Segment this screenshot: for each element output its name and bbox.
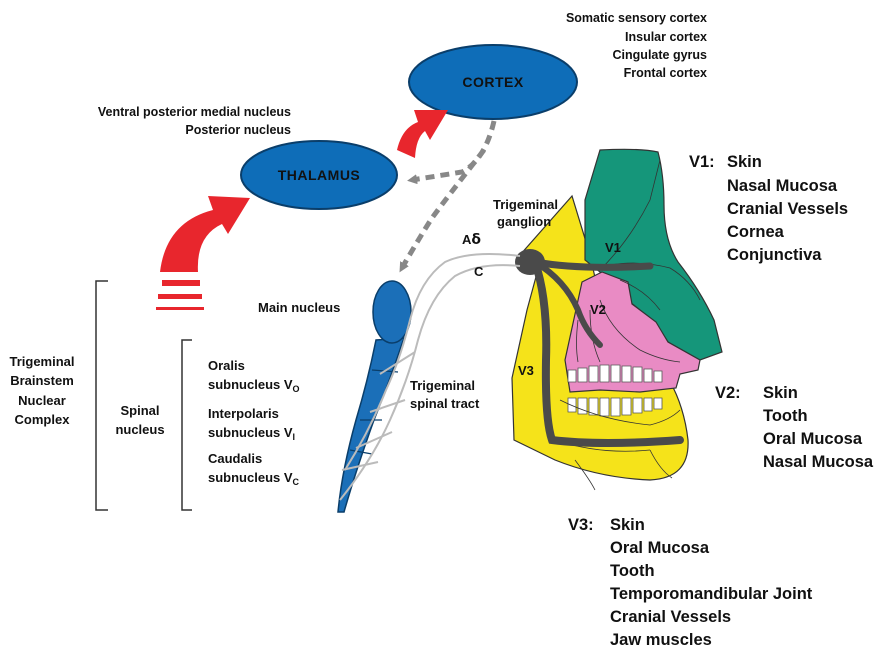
arrow-base-stripe <box>162 280 200 286</box>
v2-title: V2: <box>715 384 741 402</box>
subnucleus-name: Interpolaris <box>208 406 279 421</box>
v1-item: Cranial Vessels <box>727 200 848 218</box>
v2-division-list: V2: Skin Tooth Oral Mucosa Nasal Mucosa <box>715 384 874 471</box>
tract-label: Trigeminal spinal tract <box>410 378 480 411</box>
ganglion-label-line: ganglion <box>497 214 551 229</box>
v3-item: Skin <box>610 516 645 534</box>
brainstem-complex-label: Trigeminal Brainstem Nuclear Complex <box>9 354 74 427</box>
complex-label-line: Complex <box>15 412 71 427</box>
v1-item: Conjunctiva <box>727 246 822 264</box>
thalamus-nucleus: Posterior nucleus <box>185 123 291 137</box>
subnucleus-oralis: subnucleus VO <box>208 377 300 394</box>
cortex-areas-list: Somatic sensory cortex Insular cortex Ci… <box>566 11 707 80</box>
main-nucleus-label: Main nucleus <box>258 300 340 315</box>
v3-item: Oral Mucosa <box>610 539 710 557</box>
v1-region-label: V1 <box>605 240 621 255</box>
complex-label-line: Trigeminal <box>9 354 74 369</box>
cortex-node: CORTEX <box>409 45 577 119</box>
v2-item: Oral Mucosa <box>763 430 863 448</box>
cortex-label: CORTEX <box>462 74 524 90</box>
v3-item: Cranial Vessels <box>610 608 731 626</box>
ascending-arrows <box>156 110 448 310</box>
cortex-area: Insular cortex <box>625 30 707 44</box>
thalamus-to-cortex-arrow <box>397 110 448 158</box>
v2-item: Skin <box>763 384 798 402</box>
v2-region-label: V2 <box>590 302 606 317</box>
trigeminal-ganglion <box>515 249 545 275</box>
brainstem-to-thalamus-arrow <box>160 196 250 272</box>
c-fiber-label: C <box>474 264 484 279</box>
subnucleus-name: Oralis <box>208 358 245 373</box>
thalamus-node: THALAMUS <box>241 141 397 209</box>
subnucleus-caudalis: subnucleus VC <box>208 470 300 487</box>
a-delta-label: Aδ <box>462 232 481 248</box>
spinal-nucleus-label: Spinal nucleus <box>115 403 164 437</box>
thalamus-nucleus: Ventral posterior medial nucleus <box>98 105 291 119</box>
v3-region-label: V3 <box>518 363 534 378</box>
thalamus-label: THALAMUS <box>278 167 361 183</box>
ganglion-label: Trigeminal ganglion <box>493 197 558 229</box>
arrow-base-stripe <box>158 294 202 299</box>
v1-item: Skin <box>727 153 762 171</box>
v1-item: Cornea <box>727 223 785 241</box>
subnucleus-interpolaris: subnucleus VI <box>208 425 295 442</box>
brainstem-complex-bracket <box>96 281 108 510</box>
v3-title: V3: <box>568 516 594 534</box>
v3-item: Tooth <box>610 562 655 580</box>
complex-label-line: Brainstem <box>10 373 74 388</box>
spinal-nucleus-line: Spinal <box>120 403 159 418</box>
complex-label-line: Nuclear <box>18 393 66 408</box>
subnucleus-name: Caudalis <box>208 451 262 466</box>
v1-item: Nasal Mucosa <box>727 177 838 195</box>
spinal-nucleus-bracket <box>182 340 192 510</box>
ganglion-label-line: Trigeminal <box>493 197 558 212</box>
v3-item: Temporomandibular Joint <box>610 585 813 603</box>
v3-item: Jaw muscles <box>610 631 712 649</box>
tract-label-line: spinal tract <box>410 396 480 411</box>
subnucleus-labels: Oralis subnucleus VO Interpolaris subnuc… <box>208 358 300 487</box>
v1-division-list: V1: Skin Nasal Mucosa Cranial Vessels Co… <box>689 153 848 264</box>
v2-item: Nasal Mucosa <box>763 453 874 471</box>
tract-label-line: Trigeminal <box>410 378 475 393</box>
cortex-area: Cingulate gyrus <box>613 48 708 62</box>
v1-title: V1: <box>689 153 715 171</box>
spinal-nucleus-line: nucleus <box>115 422 164 437</box>
thalamus-nuclei-list: Ventral posterior medial nucleus Posteri… <box>98 105 291 137</box>
cortex-area: Frontal cortex <box>624 66 707 80</box>
v2-item: Tooth <box>763 407 808 425</box>
cortex-to-main-nucleus-dashed <box>402 150 484 268</box>
cortex-area: Somatic sensory cortex <box>566 11 707 25</box>
arrow-base-stripe <box>156 307 204 310</box>
main-nucleus-shape <box>373 281 411 343</box>
v3-division-list: V3: Skin Oral Mucosa Tooth Temporomandib… <box>568 516 813 649</box>
